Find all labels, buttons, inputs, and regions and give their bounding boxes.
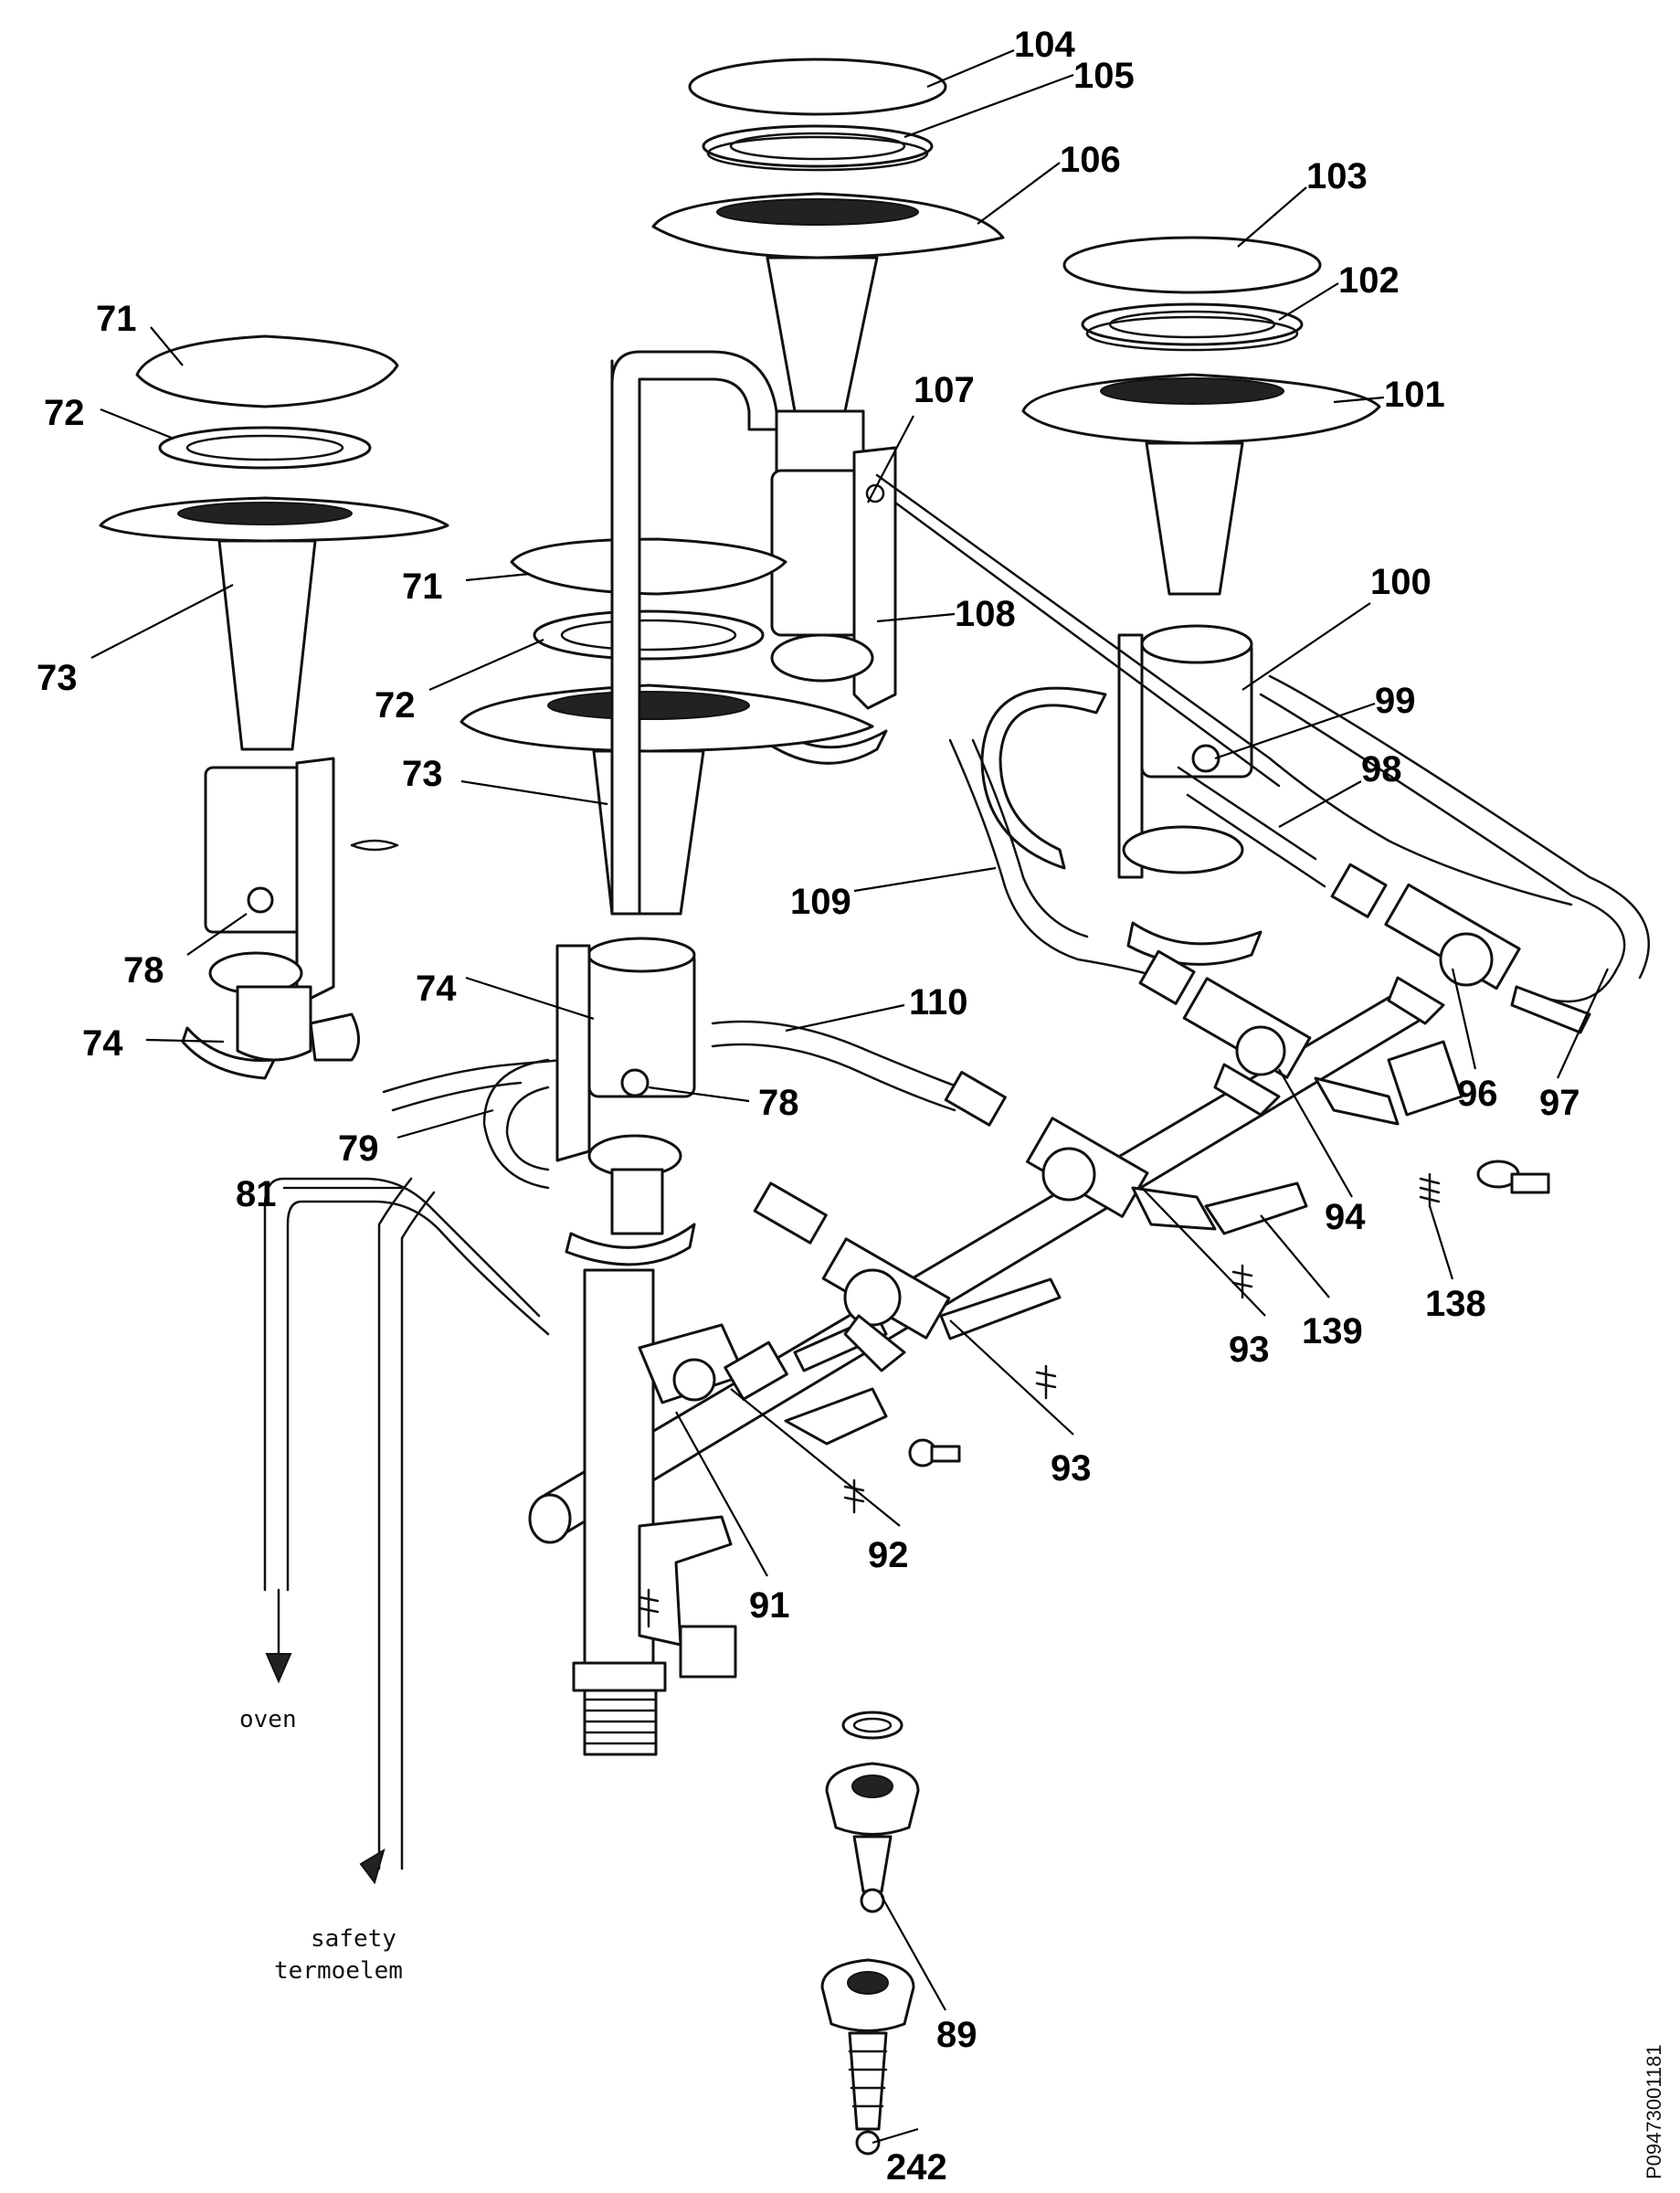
burner-cap-104 xyxy=(688,58,947,116)
callout-100: 100 xyxy=(1370,562,1432,602)
note-arrows xyxy=(265,1588,386,1885)
callout-74-centre: 74 xyxy=(416,969,457,1009)
top-right-burner xyxy=(1021,236,1381,966)
leader-lines xyxy=(90,48,1609,2145)
screw-99 xyxy=(1191,744,1220,773)
gas-tap-93-upper xyxy=(944,1070,1308,1235)
callout-94: 94 xyxy=(1325,1197,1366,1237)
callout-91: 91 xyxy=(749,1585,790,1626)
callout-104: 104 xyxy=(1014,25,1075,65)
callout-138: 138 xyxy=(1425,1284,1486,1324)
venturi-tube-73 xyxy=(217,539,317,751)
venturi-tube-101 xyxy=(1145,441,1244,596)
callout-97: 97 xyxy=(1539,1083,1580,1123)
callout-73-left: 73 xyxy=(37,658,78,698)
flame-spreader-105 xyxy=(702,124,934,168)
screw-78 xyxy=(247,886,274,914)
callout-72-centre: 72 xyxy=(375,685,416,726)
injector-242 xyxy=(848,2031,888,2131)
callout-105: 105 xyxy=(1073,56,1135,96)
arrow-to-oven xyxy=(265,1653,292,1684)
drawing-code: P09473001181 xyxy=(1643,2044,1665,2179)
callout-93-lower: 93 xyxy=(1051,1448,1092,1488)
note-termoelem: termoelem xyxy=(274,1957,403,1985)
callout-96: 96 xyxy=(1457,1074,1498,1114)
gas-tap-96 xyxy=(1330,863,1591,1034)
callout-89: 89 xyxy=(936,2015,977,2055)
top-centre-burner xyxy=(651,58,1005,765)
callout-109: 109 xyxy=(790,882,851,922)
note-safety: safety xyxy=(311,1925,396,1953)
callout-108: 108 xyxy=(955,594,1016,634)
callout-71-centre: 71 xyxy=(402,567,443,607)
callout-78-left: 78 xyxy=(123,950,164,991)
venturi-tube-73-lower xyxy=(592,749,705,916)
arrow-to-thermocouple xyxy=(359,1848,386,1885)
annotations: oven safety termoelem P09473001181 xyxy=(239,1706,1665,2179)
callout-101: 101 xyxy=(1384,375,1445,415)
burner-cap-71 xyxy=(135,334,399,408)
callout-139: 139 xyxy=(1302,1311,1363,1351)
fitting-nut-242 xyxy=(820,1958,915,2032)
top-left-burner xyxy=(99,334,605,1112)
burner-body-107 xyxy=(770,469,865,637)
note-oven: oven xyxy=(239,1706,297,1733)
flame-spreader-102 xyxy=(1081,302,1304,346)
callout-81: 81 xyxy=(236,1174,277,1214)
burner-cap-103 xyxy=(1062,236,1322,294)
flame-spreader-72-lower xyxy=(533,609,765,661)
screw-78-lower xyxy=(620,1068,650,1097)
flame-spreader-72 xyxy=(158,426,372,470)
callout-numbers: 104 105 106 103 102 101 107 108 100 99 9… xyxy=(37,25,1580,2188)
callout-74-left: 74 xyxy=(82,1023,123,1064)
thermocouple-holder-108 xyxy=(770,633,874,683)
callout-103: 103 xyxy=(1306,156,1368,196)
callout-78-centre: 78 xyxy=(758,1083,799,1123)
callout-92: 92 xyxy=(868,1535,909,1575)
callout-79: 79 xyxy=(338,1128,379,1169)
callout-99: 99 xyxy=(1375,681,1416,721)
callout-106: 106 xyxy=(1060,140,1121,180)
injector-holder-107 xyxy=(775,409,865,477)
callout-73-centre: 73 xyxy=(402,754,443,794)
venturi-tube-106 xyxy=(766,256,879,413)
gas-taps xyxy=(638,863,1591,1628)
gas-pipes xyxy=(263,350,1650,1870)
thermocouple-holder xyxy=(1122,825,1244,874)
seal-ring xyxy=(841,1711,903,1740)
fitting-nut-89 xyxy=(825,1762,920,1836)
injector-fittings xyxy=(820,1711,920,2156)
gas-tap-93-lower xyxy=(753,1181,1062,1372)
callout-71-left: 71 xyxy=(96,299,137,339)
burner-cap-71-lower xyxy=(510,537,787,596)
bracket-139 xyxy=(1204,1181,1308,1235)
injector-89 xyxy=(852,1835,893,1893)
callout-93-upper: 93 xyxy=(1229,1330,1270,1370)
callout-102: 102 xyxy=(1338,260,1400,301)
callout-110: 110 xyxy=(909,982,968,1022)
screw-138 xyxy=(1419,1172,1441,1208)
gas-tap-94 xyxy=(1138,949,1400,1126)
callout-72-left: 72 xyxy=(44,393,85,433)
callout-107: 107 xyxy=(914,370,975,410)
callout-98: 98 xyxy=(1361,749,1402,789)
callout-242: 242 xyxy=(886,2147,947,2188)
